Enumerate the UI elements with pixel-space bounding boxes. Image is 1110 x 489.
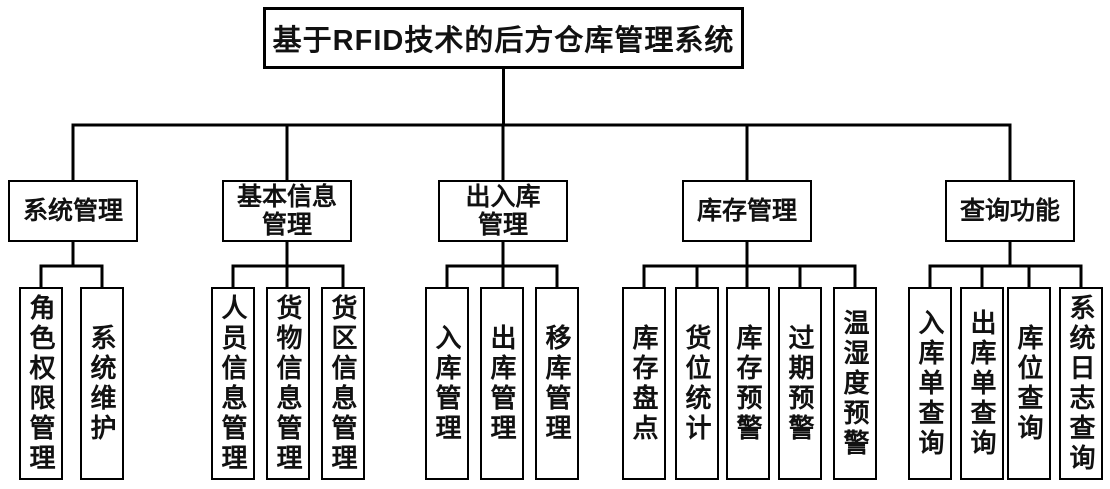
leaf-outbound-order-query: 出库单查询 <box>960 287 1004 480</box>
leaf-label: 过期预警 <box>785 323 815 444</box>
branch-query-functions: 查询功能 <box>945 180 1075 242</box>
leaf-inbound-management: 入库管理 <box>425 287 469 480</box>
leaf-label: 出库单查询 <box>967 308 997 459</box>
leaf-label: 温湿度预警 <box>840 308 870 459</box>
leaf-inbound-order-query: 入库单查询 <box>908 287 952 480</box>
leaf-label: 系统维护 <box>87 323 117 444</box>
leaf-label: 库存预警 <box>733 323 763 444</box>
leaf-label: 入库单查询 <box>915 308 945 459</box>
leaf-temp-humidity-warning: 温湿度预警 <box>833 287 877 480</box>
leaf-relocation-management: 移库管理 <box>535 287 579 480</box>
leaf-system-log-query: 系统日志查询 <box>1059 287 1103 480</box>
branch-system-management: 系统管理 <box>8 180 138 242</box>
leaf-slot-statistics: 货位统计 <box>675 287 719 480</box>
leaf-personnel-info-management: 人员信息管理 <box>211 287 255 480</box>
leaf-label: 货区信息管理 <box>328 293 358 474</box>
leaf-goods-info-management: 货物信息管理 <box>266 287 310 480</box>
leaf-label: 货位统计 <box>682 323 712 444</box>
leaf-label: 出库管理 <box>487 323 517 444</box>
leaf-label: 人员信息管理 <box>218 293 248 474</box>
leaf-label: 货物信息管理 <box>273 293 303 474</box>
leaf-expiry-warning: 过期预警 <box>778 287 822 480</box>
leaf-label: 系统日志查询 <box>1066 293 1096 474</box>
leaf-role-permission-management: 角色权限管理 <box>19 287 63 480</box>
branch-basic-info-management: 基本信息 管理 <box>222 180 352 242</box>
leaf-label: 移库管理 <box>542 323 572 444</box>
leaf-label: 入库管理 <box>432 323 462 444</box>
node-root: 基于RFID技术的后方仓库管理系统 <box>263 7 744 69</box>
leaf-label: 库存盘点 <box>629 323 659 444</box>
leaf-outbound-management: 出库管理 <box>480 287 524 480</box>
leaf-label: 角色权限管理 <box>26 293 56 474</box>
branch-inbound-outbound-management: 出入库 管理 <box>438 180 568 242</box>
leaf-inventory-counting: 库存盘点 <box>622 287 666 480</box>
leaf-location-query: 库位查询 <box>1007 287 1051 480</box>
leaf-inventory-warning: 库存预警 <box>726 287 770 480</box>
leaf-label: 库位查询 <box>1014 323 1044 444</box>
leaf-system-maintenance: 系统维护 <box>80 287 124 480</box>
leaf-goods-area-info-management: 货区信息管理 <box>321 287 365 480</box>
branch-inventory-management: 库存管理 <box>682 180 812 242</box>
